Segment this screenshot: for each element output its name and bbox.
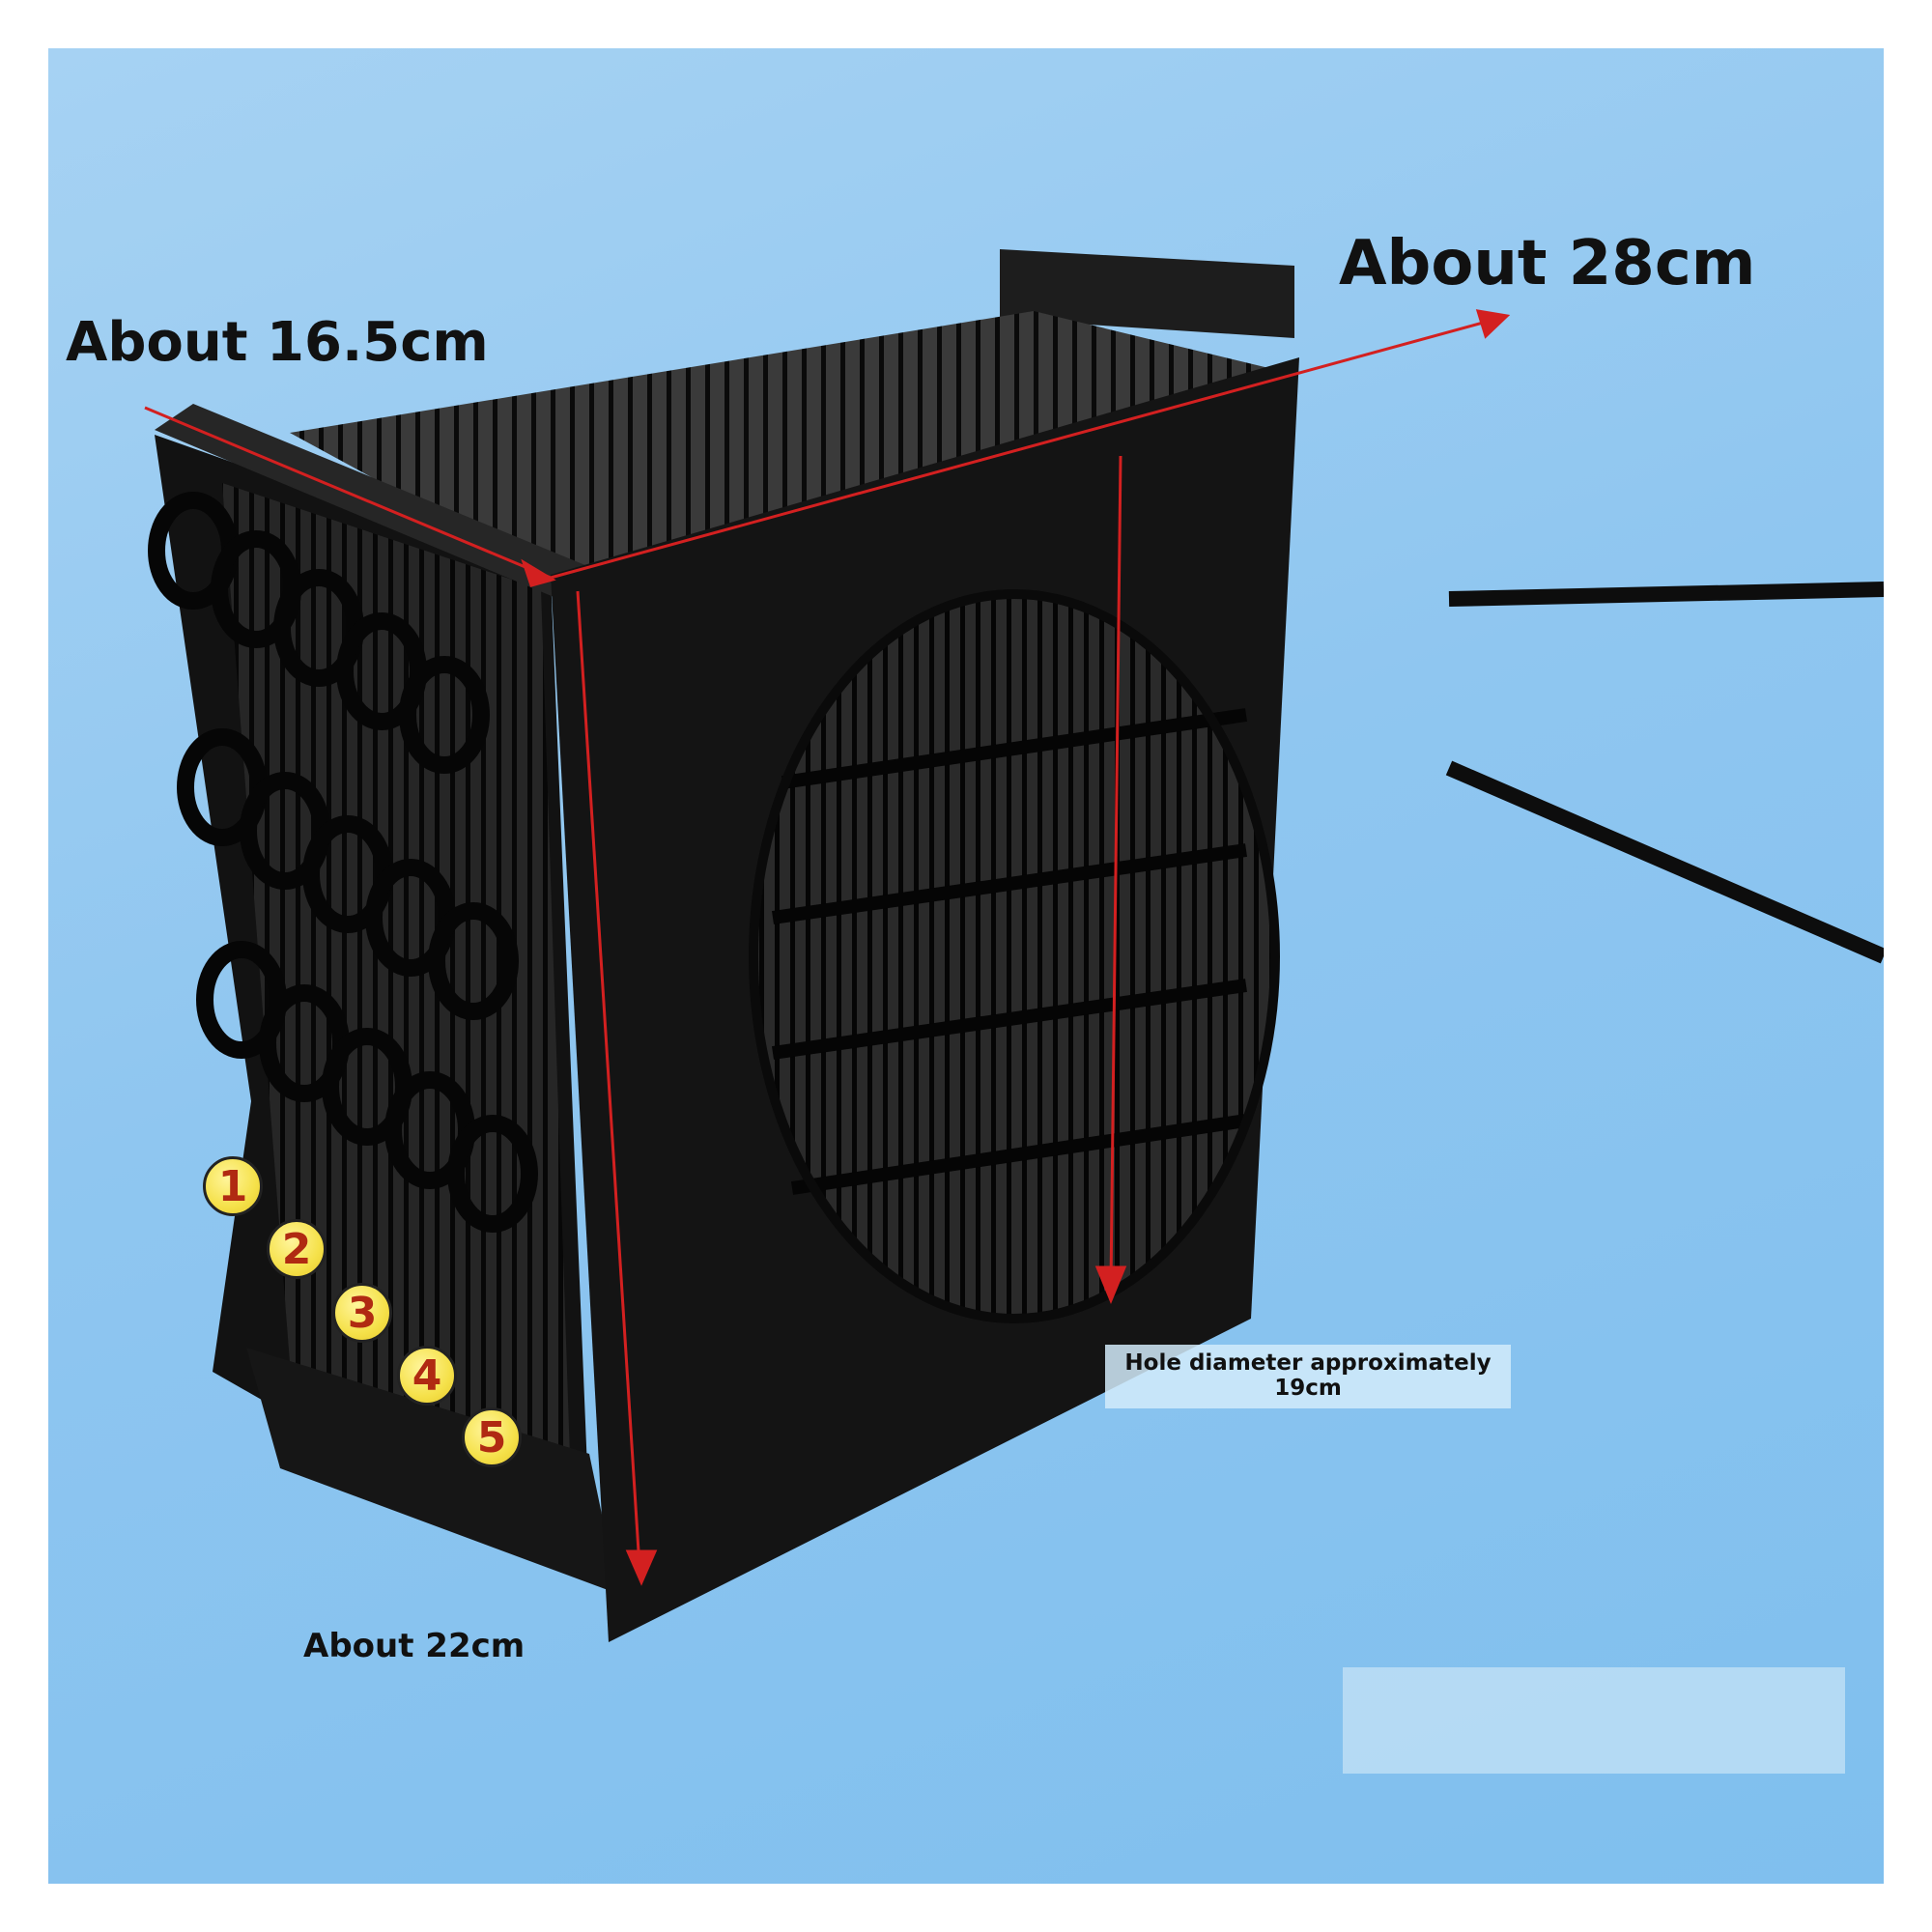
coil-number-badge-5: 5: [462, 1407, 522, 1467]
dimension-lines: [144, 309, 1511, 1586]
top-fins: [290, 311, 1285, 575]
wire-upper: [1448, 582, 1884, 607]
length-label: About 28cm: [1339, 228, 1756, 299]
depth-label: About 16.5cm: [66, 311, 489, 374]
coil-number-badge-2: 2: [267, 1219, 327, 1279]
height-label: About 22cm: [303, 1627, 526, 1665]
hole-diameter-line1: Hole diameter approximately: [1124, 1350, 1492, 1376]
hole-tubes: [772, 708, 1248, 1195]
wire-lower: [1445, 760, 1884, 964]
hole-diameter-line2: 19cm: [1274, 1376, 1342, 1401]
hole-diameter-label: Hole diameter approximately 19cm: [1105, 1345, 1511, 1408]
coil-number-badge-3: 3: [332, 1283, 392, 1343]
condenser-illustration: [144, 249, 1884, 1642]
product-photo: About 28cm About 16.5cm About 22cm Hole …: [48, 48, 1884, 1884]
back-bracket: [1000, 249, 1294, 338]
coil-return-bends: [148, 492, 538, 1233]
bottom-foot: [246, 1348, 618, 1594]
coil-number-badge-1: 1: [203, 1156, 263, 1216]
coil-number-badge-4: 4: [397, 1346, 457, 1406]
corner-highlight: [1343, 1667, 1845, 1774]
